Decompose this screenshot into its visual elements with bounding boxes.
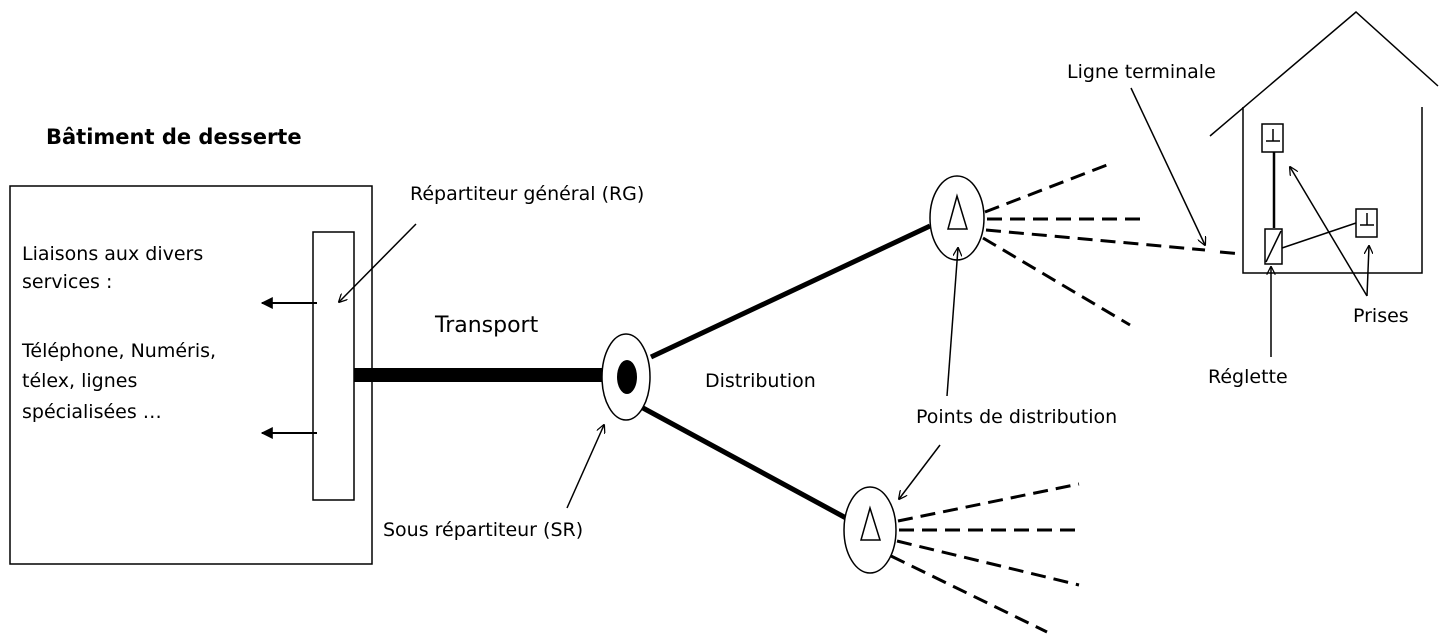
terminal-pointer-arrow — [1130, 87, 1205, 245]
prises-label: Prises — [1353, 305, 1409, 327]
drop-line — [890, 554, 1048, 634]
drop-line — [896, 539, 1080, 587]
building-title: Bâtiment de desserte — [46, 125, 302, 149]
sr-core — [617, 360, 637, 394]
distribution-label: Distribution — [705, 370, 816, 392]
house-walls — [1242, 107, 1423, 274]
delta-icon — [860, 505, 882, 541]
rg-frame — [312, 231, 355, 501]
socket-icon — [1355, 208, 1378, 238]
distribution-point-lower — [843, 486, 897, 574]
drop-line — [984, 163, 1108, 214]
prises-pointer-right — [1367, 246, 1369, 297]
rg-pointer-arrow — [339, 223, 417, 302]
distribution-cable-lower — [641, 405, 848, 521]
drop-line — [982, 236, 1131, 327]
drop-line — [985, 228, 1206, 252]
sr-pointer-arrow — [566, 425, 604, 509]
transport-label: Transport — [434, 313, 539, 338]
delta-icon — [947, 193, 969, 230]
points-pointer-upper — [946, 248, 958, 397]
internal-wire — [1281, 222, 1357, 249]
points-label: Points de distribution — [916, 406, 1117, 428]
house-roof — [1209, 11, 1439, 137]
rg-label: Répartiteur général (RG) — [410, 183, 644, 205]
prises-pointer-top — [1290, 167, 1368, 297]
sr-label: Sous répartiteur (SR) — [383, 519, 583, 541]
services-text-line1: Téléphone, Numéris, — [21, 340, 216, 362]
terminal-line-end — [1219, 250, 1243, 256]
reglette-box — [1264, 228, 1283, 265]
distribution-cable-upper — [649, 223, 932, 360]
terminal-label: Ligne terminale — [1067, 61, 1216, 83]
reglette-label: Réglette — [1208, 366, 1288, 388]
drop-line — [897, 482, 1080, 523]
reglette-box — [1265, 230, 1282, 263]
links-text-line2: services : — [22, 271, 112, 293]
points-pointer-lower — [899, 444, 941, 499]
services-text-line2: télex, lignes — [22, 370, 137, 392]
links-text-line1: Liaisons aux divers — [22, 243, 203, 265]
socket-icon — [1261, 123, 1284, 153]
services-text-line3: spécialisées … — [22, 401, 162, 423]
distribution-point-upper — [929, 175, 985, 261]
